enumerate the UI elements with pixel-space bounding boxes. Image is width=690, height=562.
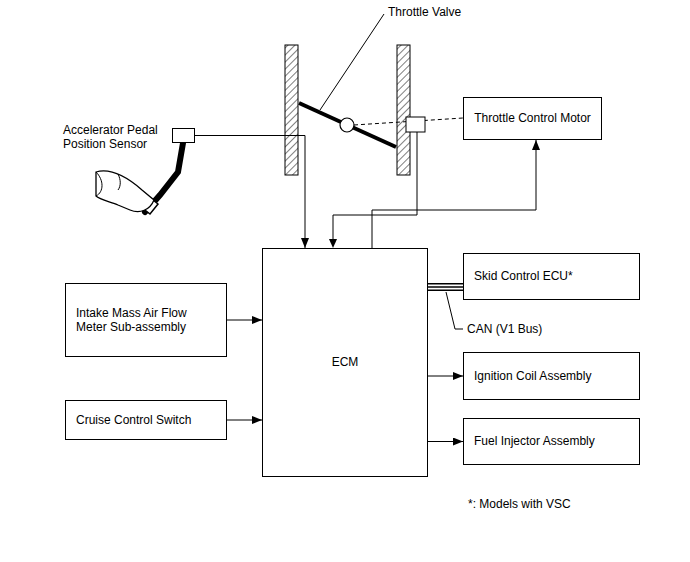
leader-line bbox=[320, 14, 384, 110]
arrow-head bbox=[329, 239, 337, 248]
signal-wire bbox=[195, 136, 305, 249]
throttle-wall bbox=[285, 45, 298, 175]
node-label: Skid Control ECU* bbox=[474, 269, 573, 283]
leader-line bbox=[446, 292, 463, 329]
part-label: Throttle Valve bbox=[386, 5, 463, 19]
ecu-box: ECM bbox=[262, 248, 428, 477]
sensor-wire bbox=[333, 132, 417, 240]
sensor-box: Intake Mass Air Flow Meter Sub-assembly bbox=[65, 283, 227, 357]
shoe-heel bbox=[96, 172, 102, 196]
node-label: Throttle Control Motor bbox=[474, 111, 591, 125]
node-label: Cruise Control Switch bbox=[76, 413, 191, 427]
can-bus bbox=[428, 283, 463, 291]
shoe-detail bbox=[118, 174, 120, 190]
sensor-box: Accelerator Pedal Position Sensor bbox=[172, 128, 195, 143]
signal-wire bbox=[428, 441, 463, 442]
driver-shoe bbox=[96, 171, 154, 212]
bus-line bbox=[428, 286, 463, 288]
bus-label: CAN (V1 Bus) bbox=[465, 322, 544, 336]
actuator-box: Throttle Control Motor bbox=[463, 97, 602, 140]
node-label: Fuel Injector Assembly bbox=[474, 434, 595, 448]
signal-wire bbox=[428, 376, 463, 377]
footnote: *: Models with VSC bbox=[466, 497, 573, 511]
signal-wire bbox=[227, 320, 262, 321]
actuator-box: Ignition Coil Assembly bbox=[463, 352, 640, 400]
throttle-wall bbox=[397, 45, 410, 175]
signal-wire bbox=[227, 420, 262, 421]
bus-gap bbox=[428, 285, 463, 290]
throttle-sensor bbox=[406, 117, 425, 132]
throttle-plate bbox=[299, 103, 396, 147]
switch-box: Cruise Control Switch bbox=[65, 400, 227, 440]
throttle-shaft bbox=[340, 118, 354, 132]
actuator-box: Fuel Injector Assembly bbox=[463, 418, 640, 465]
signal-wire bbox=[372, 140, 536, 248]
node-label: ECM bbox=[332, 355, 359, 369]
ecu-box: Skid Control ECU* bbox=[463, 253, 640, 300]
node-label: Accelerator Pedal Position Sensor bbox=[63, 123, 167, 152]
node-label: Intake Mass Air Flow Meter Sub-assembly bbox=[76, 306, 204, 335]
node-label: Ignition Coil Assembly bbox=[474, 369, 591, 383]
